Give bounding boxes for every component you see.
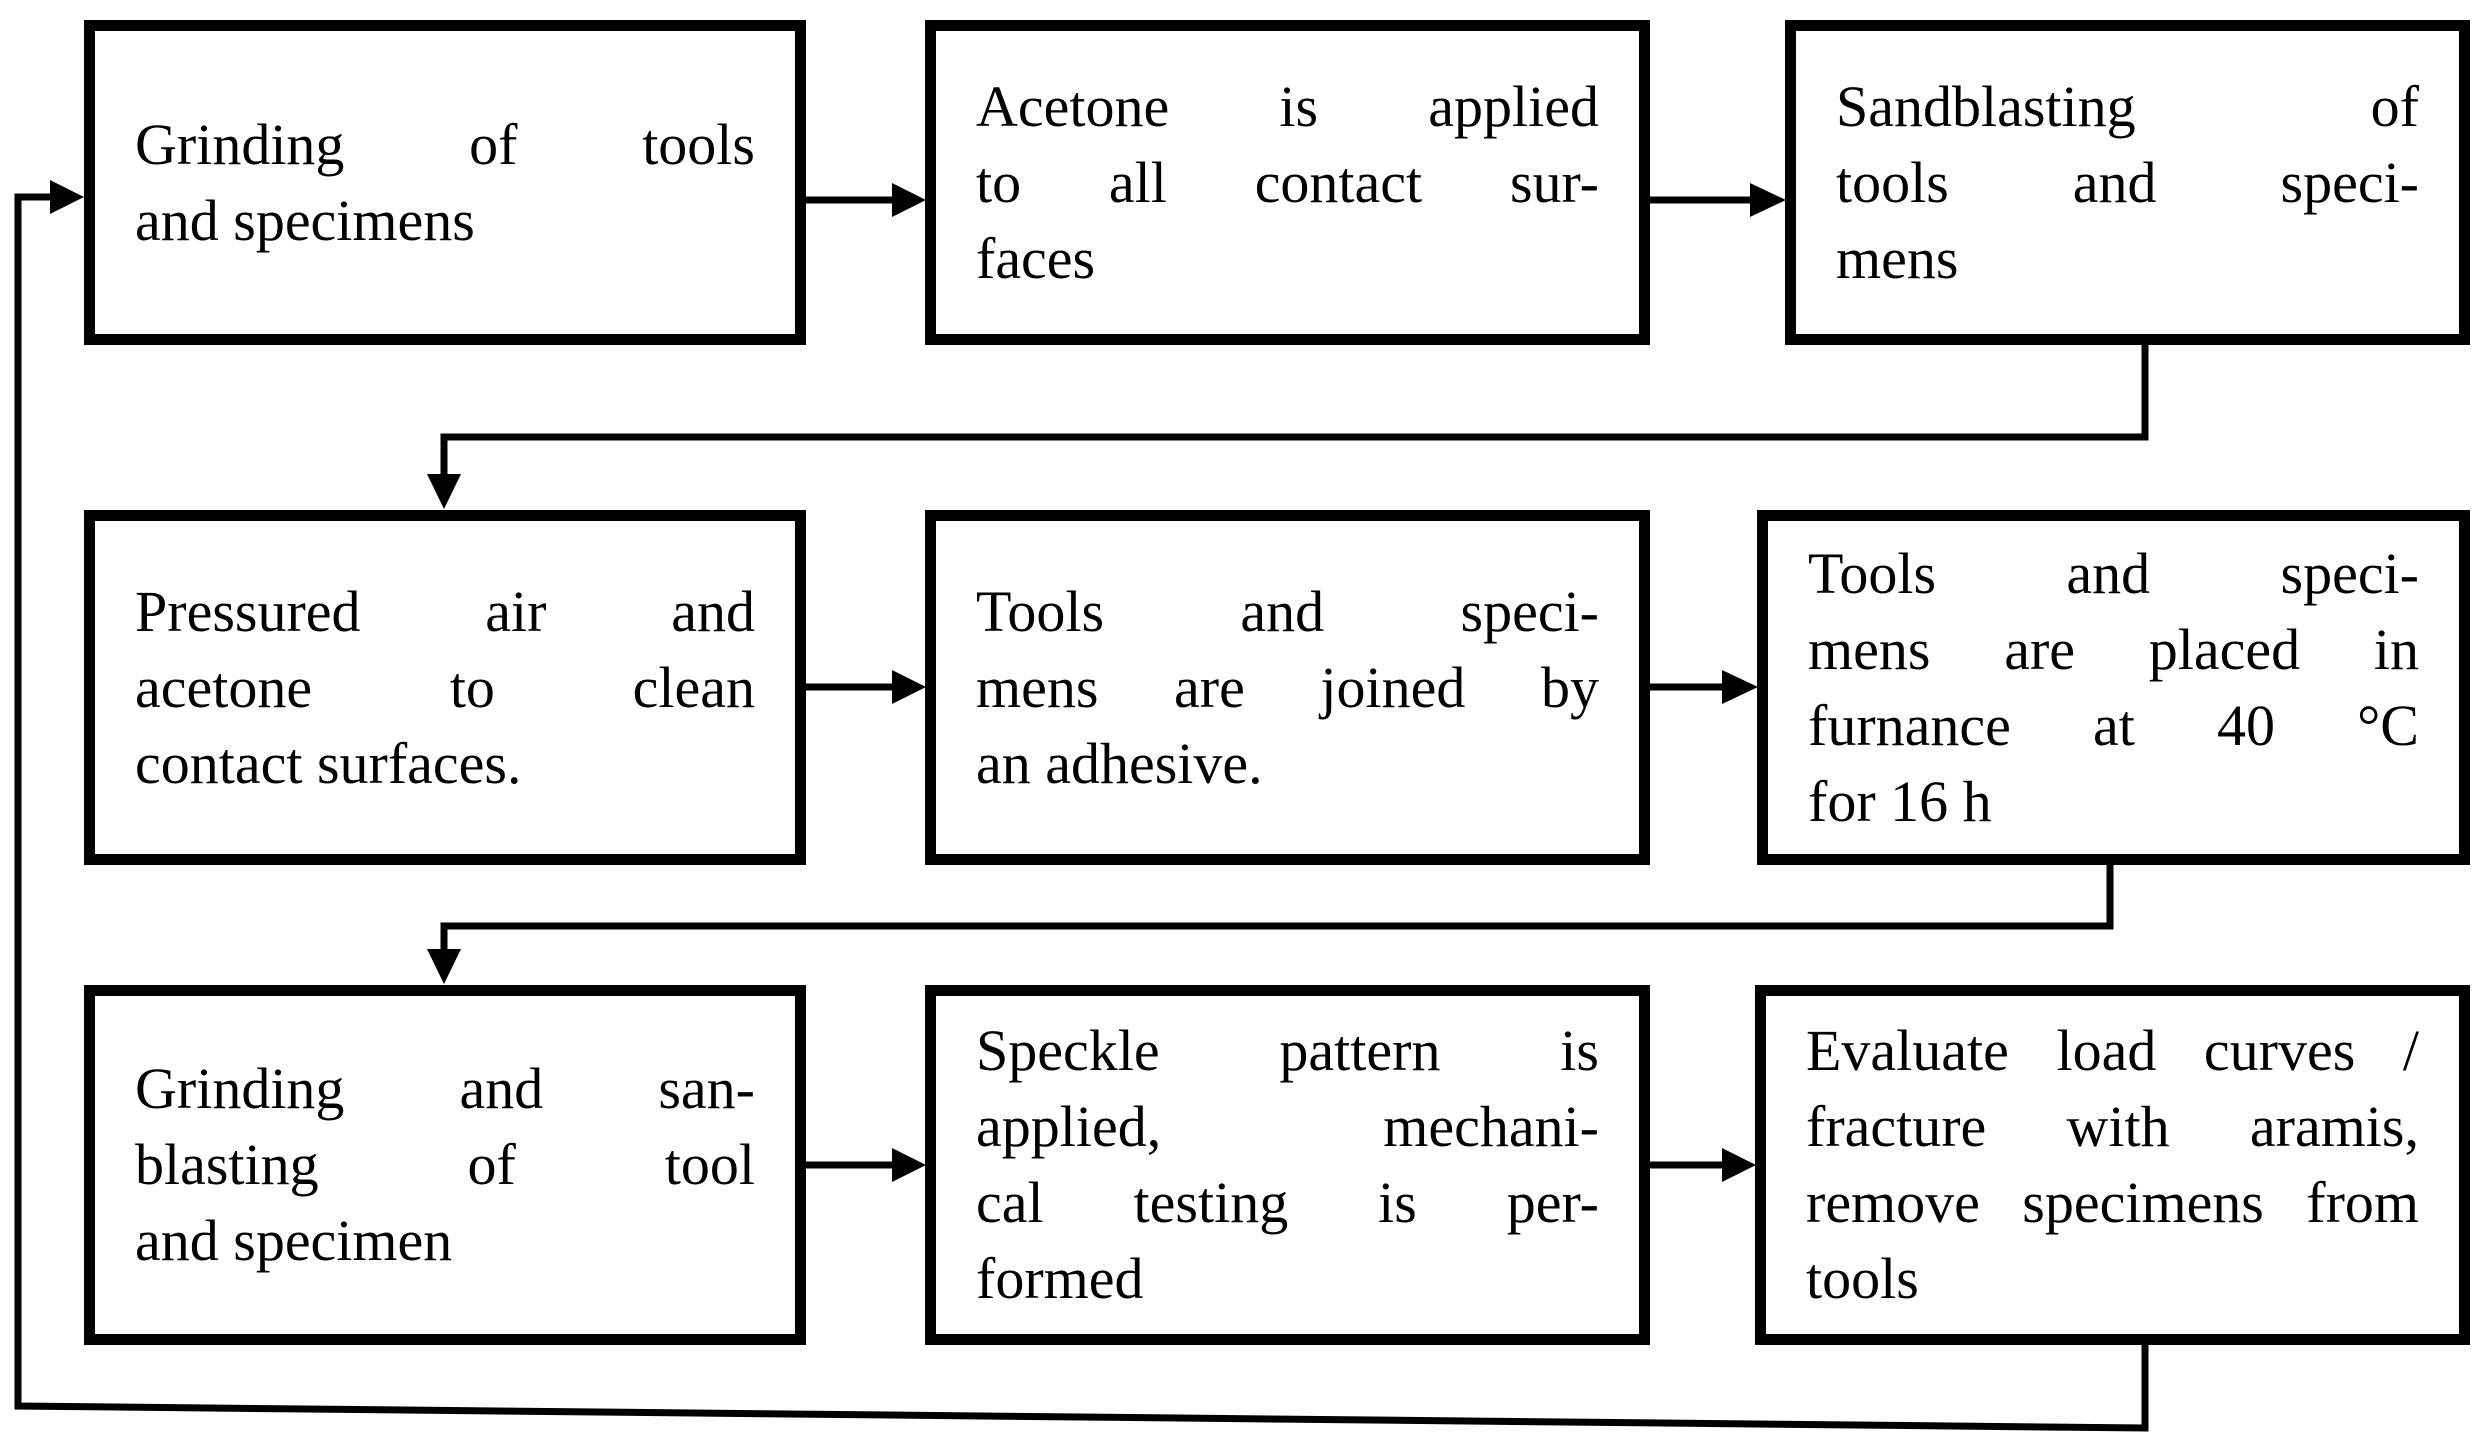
arrowhead-step2-to-step3	[1750, 183, 1786, 217]
connector-step9-to-step1	[14, 193, 2149, 1432]
step-joined-by-adhesive: Tools and speci-mens are joined by an adh…	[925, 510, 1650, 865]
step-text-line: mens are placed in	[1808, 616, 2419, 682]
step-evaluate-load-curves: Evaluate load curves / fracture with aram…	[1755, 985, 2470, 1345]
arrowhead-step5-to-step6	[1722, 670, 1758, 704]
step-text-line: furnance at 40 °C	[1808, 692, 2419, 758]
step-text-line: Tools and speci-	[976, 578, 1599, 644]
step-text-line: and specimens	[135, 187, 475, 253]
step-text: Sandblasting of tools and speci-mens	[1796, 69, 2459, 297]
step-speckle-pattern-testing: Speckle pattern is applied, mechani-cal t…	[925, 985, 1650, 1345]
step-text-line: Grinding and san-	[135, 1056, 755, 1121]
step-text-line: Sandblasting of	[1836, 73, 2419, 139]
step-text-line: for 16 h	[1808, 768, 1992, 834]
arrowhead-step7-to-step8	[892, 1148, 926, 1182]
step-sandblasting-tools-specimens: Sandblasting of tools and speci-mens	[1785, 20, 2470, 345]
arrowhead-step4-to-step5	[892, 670, 926, 704]
step-text-line: and specimen	[135, 1208, 453, 1273]
step-pressured-air-acetone-clean: Pressured air and acetone to clean contact…	[84, 510, 806, 865]
step-text: Acetone is applied to all contact sur-fac…	[936, 69, 1639, 297]
step-text-line: acetone to clean	[135, 654, 755, 720]
step-text-line: contact surfaces.	[135, 730, 522, 796]
step-text: Grinding of tools and specimens	[95, 107, 795, 259]
step-text: Grinding and san-blasting of tool and spe…	[95, 1051, 795, 1279]
step-placed-in-furnance: Tools and speci-mens are placed in furnan…	[1757, 510, 2470, 865]
step-text-line: Acetone is applied	[976, 73, 1599, 139]
step-text-line: formed	[976, 1246, 1144, 1311]
arrowhead-step3-to-step4	[427, 474, 461, 509]
step-acetone-applied: Acetone is applied to all contact sur-fac…	[925, 20, 1650, 345]
step-text-line: fracture with aramis,	[1806, 1094, 2419, 1159]
step-grinding-sanblasting: Grinding and san-blasting of tool and spe…	[84, 985, 806, 1345]
step-text-line: applied, mechani-	[976, 1094, 1599, 1159]
arrowhead-step6-to-step7	[427, 949, 461, 984]
step-text-line: faces	[976, 225, 1096, 291]
step-text-line: Tools and speci-	[1808, 540, 2419, 606]
step-text-line: Speckle pattern is	[976, 1018, 1599, 1083]
step-text: Pressured air and acetone to clean contact…	[95, 574, 795, 802]
step-text-line: blasting of tool	[135, 1132, 755, 1197]
arrowhead-step1-to-step2	[892, 183, 926, 217]
connector-step6-to-step7	[440, 865, 2114, 951]
step-text-line: to all contact sur-	[976, 149, 1599, 215]
step-text-line: Evaluate load curves /	[1806, 1018, 2419, 1083]
step-text-line: Grinding of tools	[135, 111, 755, 177]
step-text-line: remove specimens from	[1806, 1170, 2419, 1235]
step-text-line: Pressured air and	[135, 578, 755, 644]
arrowhead-step9-to-step1	[50, 180, 84, 214]
step-text-line: cal testing is per-	[976, 1170, 1599, 1235]
step-text: Tools and speci-mens are joined by an adh…	[936, 574, 1639, 802]
step-text-line: tools	[1806, 1246, 1919, 1311]
step-text-line: mens	[1836, 225, 1959, 291]
step-text-line: mens are joined by	[976, 654, 1599, 720]
step-text: Evaluate load curves / fracture with aram…	[1766, 1013, 2459, 1317]
step-text-line: an adhesive.	[976, 730, 1263, 796]
step-grinding-tools-specimens: Grinding of tools and specimens	[84, 20, 806, 345]
step-text: Tools and speci-mens are placed in furnan…	[1768, 536, 2459, 840]
step-text-line: tools and speci-	[1836, 149, 2419, 215]
step-text: Speckle pattern is applied, mechani-cal t…	[936, 1013, 1639, 1317]
arrowhead-step8-to-step9	[1722, 1148, 1756, 1182]
connector-step3-to-step4	[440, 345, 2149, 476]
